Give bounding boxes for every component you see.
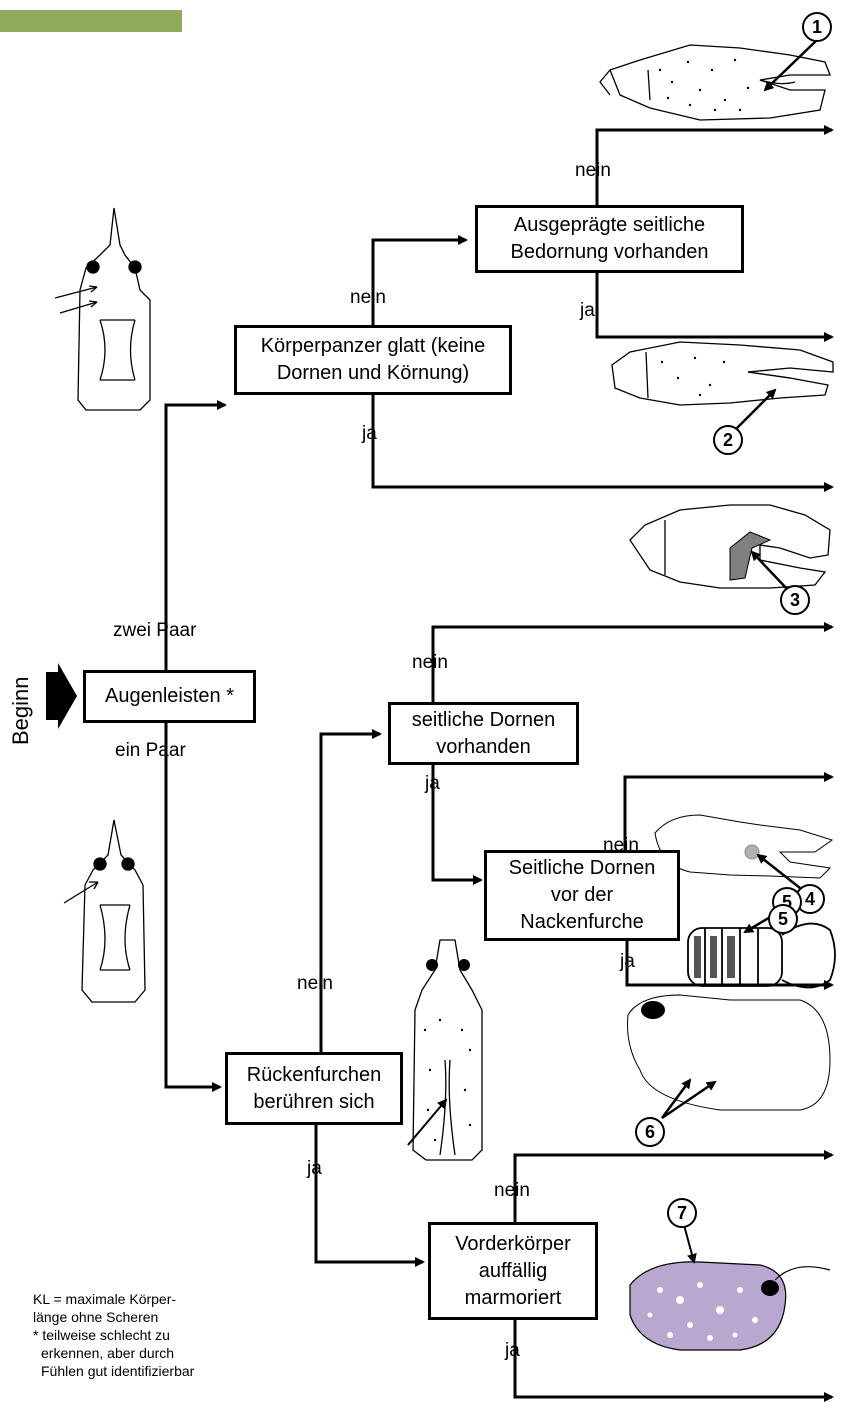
label-panzer-ja: ja bbox=[362, 423, 377, 444]
carapace-illustration-6 bbox=[627, 994, 831, 1111]
footnote-line4: erkennen, aber durch bbox=[41, 1345, 175, 1361]
pointer-arrow-3 bbox=[750, 550, 789, 591]
marker-7: 7 bbox=[667, 1198, 697, 1228]
connector-ruecken-ja bbox=[314, 1125, 425, 1267]
dorsal-dots bbox=[423, 1018, 472, 1142]
box-vor-nackenfurche-line2: vor der bbox=[550, 884, 614, 906]
box-seitliche-dornen-line2: vorhanden bbox=[436, 735, 531, 758]
label-nacken-nein: nein bbox=[603, 835, 639, 856]
label-ruecken-nein: nein bbox=[297, 973, 333, 994]
box-vor-nackenfurche-line3: Nackenfurche bbox=[520, 911, 644, 933]
box-augenleisten-text: Augenleisten * bbox=[105, 685, 234, 707]
label-seitlich-ja: ja bbox=[425, 773, 440, 794]
connector-ein-paar bbox=[164, 723, 222, 1092]
box-vor-nackenfurche: Seitliche Dornen vor der Nackenfurche bbox=[484, 850, 680, 941]
pointer-arrow-2 bbox=[736, 388, 777, 429]
label-ein-paar: ein Paar bbox=[115, 740, 186, 761]
label-bedornung-ja: ja bbox=[580, 300, 595, 321]
claw-1-dots bbox=[658, 58, 750, 112]
connector-bedornung-nein bbox=[595, 125, 834, 205]
marker-2: 2 bbox=[713, 425, 743, 455]
claw-2-dots bbox=[660, 356, 726, 397]
connector-seitlich-nein bbox=[431, 622, 834, 702]
tail-illustration-5 bbox=[687, 922, 836, 989]
box-koerperpanzer-line1: Körperpanzer glatt (keine bbox=[260, 335, 486, 357]
box-seitliche-dornen: seitliche Dornen vorhanden bbox=[388, 702, 579, 765]
box-koerperpanzer: Körperpanzer glatt (keine Dornen und Kör… bbox=[234, 325, 512, 395]
carapace-6-eye bbox=[641, 1001, 665, 1019]
box-bedornung-line2: Bedornung vorhanden bbox=[510, 241, 709, 263]
box-vorderkoerper-line3: marmoriert bbox=[464, 1286, 562, 1309]
carapace-7-antenna bbox=[774, 1266, 831, 1281]
footnote: KL = maximale Körper- länge ohne Scheren… bbox=[33, 1290, 194, 1380]
box-augenleisten: Augenleisten * bbox=[83, 670, 256, 723]
carapace-illustration-4 bbox=[654, 814, 834, 879]
box-rueckenfurchen-line1: Rückenfurchen bbox=[246, 1063, 382, 1086]
label-nacken-ja: ja bbox=[620, 951, 635, 972]
connector-zwei-paar bbox=[164, 400, 227, 670]
carapace-illustration-7 bbox=[629, 1261, 787, 1351]
pointer-arrow-1 bbox=[763, 39, 818, 92]
marker-5-visible: 5 bbox=[768, 904, 798, 934]
box-vorderkoerper-line1: Vorderkörper bbox=[455, 1232, 571, 1255]
label-marmor-nein: nein bbox=[494, 1180, 530, 1201]
start-arrow bbox=[46, 663, 77, 729]
connector-ruecken-nein bbox=[319, 729, 382, 1052]
connector-marmor-nein bbox=[513, 1150, 834, 1225]
box-rueckenfurchen-line2: berühren sich bbox=[253, 1090, 375, 1113]
label-panzer-nein: nein bbox=[350, 287, 386, 308]
label-bedornung-nein: nein bbox=[575, 160, 611, 181]
box-vorderkoerper: Vorderkörper auffällig marmoriert bbox=[428, 1222, 598, 1320]
tail-5-dark-bands bbox=[694, 936, 735, 978]
claw-3-gray-patch bbox=[729, 531, 772, 581]
carapace-7-marble bbox=[647, 1282, 758, 1341]
footnote-line1: KL = maximale Körper- bbox=[33, 1291, 177, 1307]
connector-seitlich-ja bbox=[431, 765, 483, 885]
pointer-arrow-7 bbox=[683, 1224, 697, 1264]
footnote-line3: * teilweise schlecht zu bbox=[33, 1327, 170, 1343]
dorsal-eye-left bbox=[426, 959, 438, 971]
footnote-line5: Fühlen gut identifizierbar bbox=[41, 1363, 195, 1379]
label-seitlich-nein: nein bbox=[412, 652, 448, 673]
footnote-line2: länge ohne Scheren bbox=[33, 1309, 159, 1325]
connector-bedornung-ja bbox=[595, 273, 834, 342]
pointer-arrow-4 bbox=[756, 853, 801, 889]
connector-marmor-ja bbox=[513, 1320, 834, 1402]
claw-illustration-1 bbox=[599, 44, 831, 121]
label-zwei-paar: zwei Paar bbox=[113, 620, 197, 641]
head-two-pairs-illustration bbox=[54, 207, 151, 411]
head-one-pair-illustration bbox=[63, 819, 146, 1003]
box-seitliche-dornen-line1: seitliche Dornen bbox=[411, 708, 556, 731]
label-ruecken-ja: ja bbox=[307, 1158, 322, 1179]
carapace-7-eye bbox=[761, 1280, 779, 1296]
dorsal-pointer-arrow bbox=[407, 1098, 448, 1146]
box-vorderkoerper-line2: auffällig bbox=[478, 1259, 548, 1282]
claw-illustration-2 bbox=[611, 341, 834, 406]
claw-illustration-3 bbox=[629, 504, 831, 589]
carapace-4-spot bbox=[744, 844, 760, 860]
marker-6: 6 bbox=[635, 1117, 665, 1147]
label-marmor-ja: ja bbox=[505, 1340, 520, 1361]
box-bedornung-line1: Ausgeprägte seitliche bbox=[513, 214, 706, 236]
box-koerperpanzer-line2: Dornen und Körnung) bbox=[276, 362, 470, 384]
accent-bar bbox=[0, 10, 182, 32]
marker-3: 3 bbox=[780, 585, 810, 615]
box-vor-nackenfurche-line1: Seitliche Dornen bbox=[508, 857, 656, 879]
connector-panzer-nein bbox=[371, 235, 468, 325]
pointer-arrows-6 bbox=[660, 1078, 717, 1120]
dorsal-eye-right bbox=[458, 959, 470, 971]
box-rueckenfurchen: Rückenfurchen berühren sich bbox=[225, 1052, 403, 1125]
connector-nacken-nein bbox=[623, 772, 834, 850]
box-bedornung: Ausgeprägte seitliche Bedornung vorhande… bbox=[475, 205, 744, 273]
marker-1: 1 bbox=[802, 12, 832, 42]
start-label: Beginn bbox=[8, 676, 33, 745]
connector-panzer-ja bbox=[371, 395, 834, 492]
